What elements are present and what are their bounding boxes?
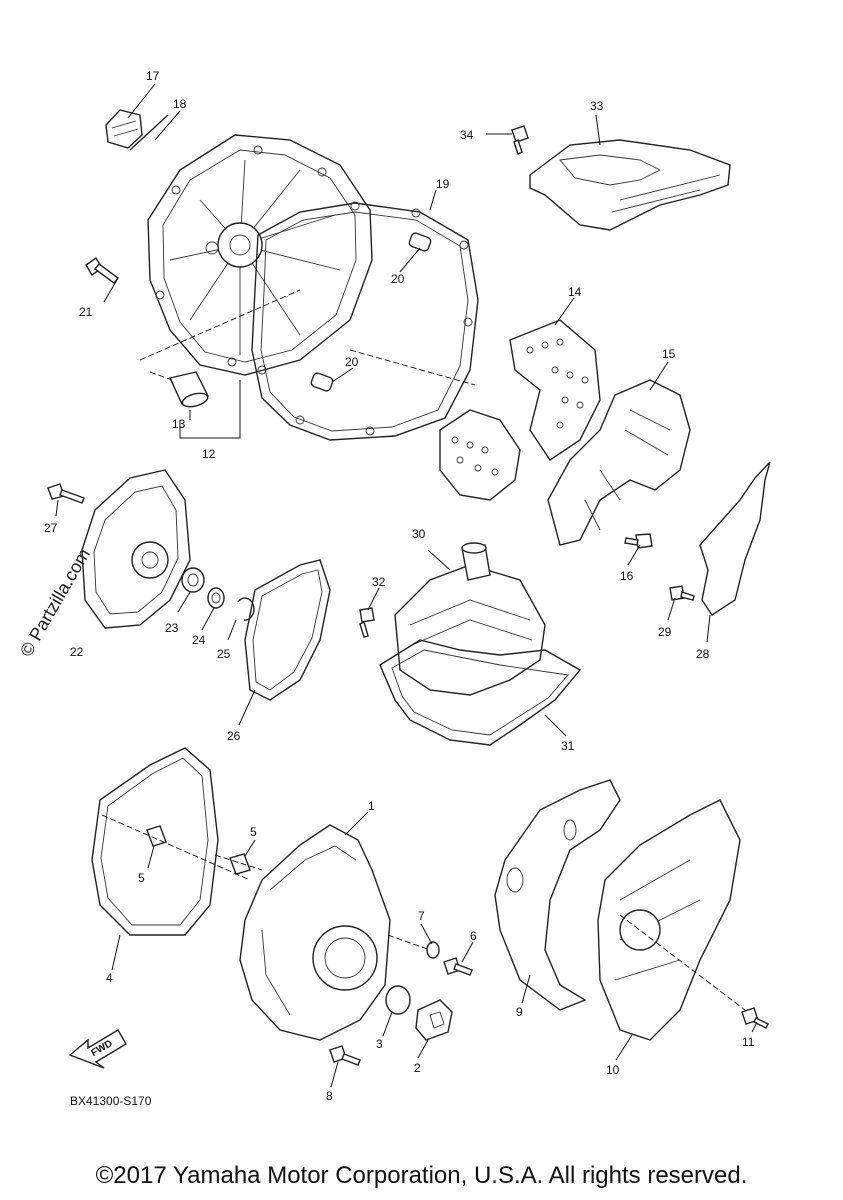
part-9-bracket — [494, 779, 621, 1011]
callout-29: 29 — [658, 625, 672, 639]
part-18-o-ring — [129, 114, 169, 151]
callout-23: 23 — [165, 621, 179, 635]
leader-lines — [55, 83, 758, 1088]
part-15-guard — [547, 379, 691, 546]
part-28-cover-plate — [699, 461, 771, 616]
callout-10: 10 — [606, 1063, 620, 1077]
part-14-cover-guard — [439, 319, 601, 501]
callout-2: 2 — [414, 1061, 421, 1075]
callout-32: 32 — [372, 575, 386, 589]
callout-19: 19 — [436, 177, 450, 191]
part-26-gasket — [244, 559, 331, 701]
callout-1: 1 — [368, 799, 375, 813]
callout-14: 14 — [568, 285, 582, 299]
part-10-cover — [597, 799, 741, 1041]
part-4-gasket — [91, 747, 219, 936]
part-19-gasket — [251, 201, 479, 441]
part-21-bolt — [85, 256, 120, 284]
callout-27: 27 — [44, 521, 58, 535]
callout-12: 12 — [202, 447, 216, 461]
part-16-bolt — [624, 533, 653, 549]
part-29-bolt — [669, 585, 695, 601]
part-11-bolt — [741, 1007, 769, 1029]
callout-28: 28 — [696, 647, 710, 661]
callout-5a: 5 — [250, 825, 257, 839]
part-20-dowel-pin — [310, 232, 432, 392]
part-23-seal — [181, 567, 205, 593]
part-12-clutch-cover — [147, 134, 373, 376]
fwd-arrow-icon — [68, 1029, 127, 1069]
callout-11: 11 — [742, 1035, 755, 1049]
callout-22: 22 — [70, 645, 84, 659]
part-22-cover — [81, 469, 191, 629]
part-32-bolt — [359, 607, 375, 638]
callout-7: 7 — [418, 909, 425, 923]
callout-20a: 20 — [391, 272, 405, 286]
part-24-washer — [207, 587, 225, 609]
callout-21: 21 — [79, 305, 93, 319]
callout-18: 18 — [173, 97, 187, 111]
part-6-bolt — [443, 957, 473, 976]
callout-3: 3 — [376, 1037, 383, 1051]
part-27-bolt — [47, 483, 85, 504]
callout-31: 31 — [561, 739, 575, 753]
part-5-dowel-pin — [146, 825, 251, 875]
callout-9: 9 — [516, 1005, 523, 1019]
part-1-generator-cover — [239, 824, 391, 1041]
copyright-text: ©2017 Yamaha Motor Corporation, U.S.A. A… — [95, 1162, 748, 1189]
callout-25: 25 — [217, 647, 231, 661]
part-31-gasket — [379, 639, 582, 746]
callout-5b: 5 — [138, 871, 145, 885]
part-7-washer — [426, 941, 440, 959]
callout-6: 6 — [470, 929, 477, 943]
diagram-code: BX41300-S170 — [70, 1094, 152, 1108]
part-34-bolt — [511, 125, 529, 155]
part-30-cover — [394, 542, 546, 696]
callout-20b: 20 — [345, 355, 359, 369]
callout-13: 13 — [172, 417, 186, 431]
part-2-plug — [415, 999, 453, 1041]
part-8-bolt — [329, 1045, 361, 1066]
part-13-dowel-pin — [169, 371, 209, 408]
callout-16: 16 — [620, 569, 634, 583]
part-3-o-ring — [385, 985, 411, 1015]
part-33-bracket — [529, 139, 731, 231]
callout-labels: 1 2 3 4 5 5 6 7 8 9 10 11 12 13 14 15 16… — [44, 69, 755, 1103]
part-17-oil-filler-cap — [105, 109, 143, 149]
callout-26: 26 — [227, 729, 241, 743]
callout-17: 17 — [146, 69, 160, 83]
callout-34: 34 — [460, 128, 474, 142]
callout-8: 8 — [326, 1089, 333, 1103]
callout-15: 15 — [662, 347, 676, 361]
callout-30: 30 — [412, 527, 426, 541]
callout-33: 33 — [590, 99, 604, 113]
callout-4: 4 — [106, 971, 113, 985]
callout-24: 24 — [192, 633, 206, 647]
